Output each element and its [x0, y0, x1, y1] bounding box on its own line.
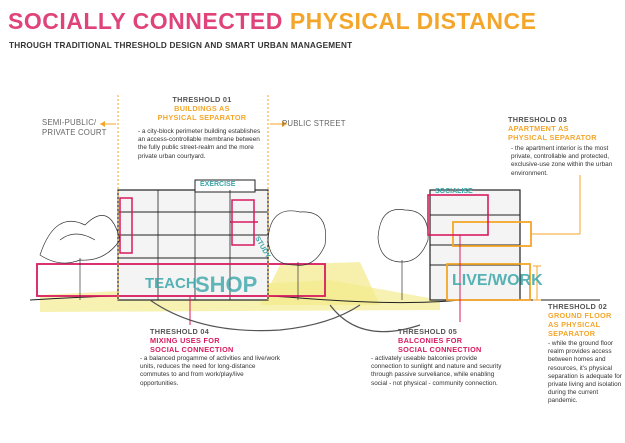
threshold-01-heading: THRESHOLD 01 BUILDINGS AS PHYSICAL SEPAR… [157, 95, 247, 122]
public-street-label: PUBLIC STREET [282, 119, 346, 128]
sketch-live-work: LIVE/WORK [452, 272, 543, 289]
sketch-socialise: SOCIALISE [435, 188, 473, 195]
threshold-04-description: - a balanced progamme of activities and … [140, 355, 280, 387]
underground-utility [149, 299, 361, 332]
right-building [429, 189, 521, 301]
threshold-01-description: - a city-block perimeter building establ… [138, 128, 261, 160]
street-ground [260, 262, 380, 305]
semi-public-label: SEMI-PUBLIC/ PRIVATE COURT [42, 118, 107, 137]
title-part-1: SOCIALLY CONNECTED [8, 8, 283, 34]
threshold-04-outline [36, 263, 326, 297]
threshold-03-heading: THRESHOLD 03 APARTMENT AS PHYSICAL SEPAR… [508, 115, 597, 142]
threshold-02-outline [446, 263, 531, 301]
tree-street [267, 210, 327, 300]
sketch-teach: TEACH [145, 275, 197, 292]
threshold-02-heading: THRESHOLD 02 GROUND FLOOR AS PHYSICAL SE… [548, 302, 612, 338]
threshold-05-outline [427, 194, 489, 236]
page-subtitle: THROUGH TRADITIONAL THRESHOLD DESIGN AND… [9, 41, 353, 50]
underground-utility-2 [329, 304, 421, 333]
sketch-exercise: EXERCISE [200, 181, 236, 188]
threshold-04-heading: THRESHOLD 04 MIXING USES FOR SOCIAL CONN… [150, 327, 234, 354]
title-part-2: PHYSICAL DISTANCE [289, 8, 537, 34]
threshold-03-description: - the apartment interior is the most pri… [511, 145, 613, 177]
threshold-05-description: - activately useable balconies provide c… [371, 355, 502, 387]
threshold-05-heading: THRESHOLD 05 BALCONIES FOR SOCIAL CONNEC… [398, 327, 482, 354]
tree-right [377, 208, 429, 300]
sketch-shop: SHOP [195, 272, 257, 297]
left-building [117, 179, 269, 301]
tree-cluster-left [39, 215, 121, 300]
left-balcony-pink [119, 197, 133, 254]
threshold-02-description: - while the ground floor realm provides … [548, 340, 622, 405]
